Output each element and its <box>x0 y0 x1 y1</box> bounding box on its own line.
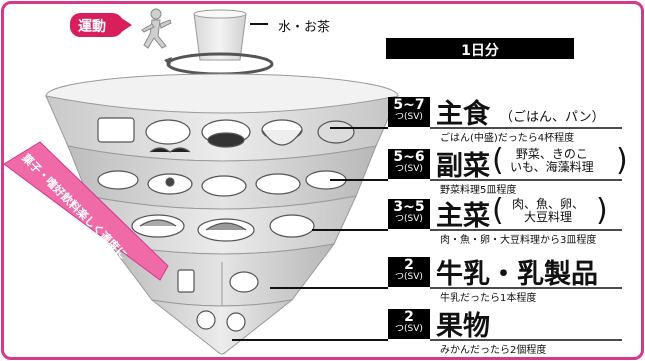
water-cup-icon <box>193 9 247 61</box>
tier-4-name: 牛乳・乳製品 <box>436 259 598 290</box>
tier-2-close-paren: ) <box>616 143 628 178</box>
tier-2-detail: 野菜、きのこ いも、海藻料理 <box>510 148 594 174</box>
tier-2-detail-line2: いも、海藻料理 <box>510 160 594 174</box>
tier-1-name: 主食 <box>436 99 490 130</box>
tier-2-open-paren: ( <box>492 143 504 178</box>
water-label: 水・お茶 <box>278 20 331 35</box>
tier-5-shape <box>151 299 293 355</box>
tier-3-servings-box: 3~5 つ(SV) <box>388 199 430 229</box>
tier-3-open-paren: ( <box>492 193 504 228</box>
tier-1-unit: つ(SV) <box>395 112 423 122</box>
tier-2-detail-line1: 野菜、きのこ <box>515 147 588 161</box>
tier-5-name: 果物 <box>436 311 490 342</box>
tier-5-servings-box: 2 つ(SV) <box>388 309 430 339</box>
tier-underlines <box>430 127 622 341</box>
dairy-icons <box>177 269 259 293</box>
tier-3-note: 肉・魚・卵・大豆料理から3皿程度 <box>440 235 597 246</box>
tier-leader-lines <box>232 127 388 341</box>
tier-4-unit: つ(SV) <box>395 272 423 282</box>
tier-1-servings-box: 5~7 つ(SV) <box>388 97 430 127</box>
tier-3-detail-line1: 肉、魚、卵、 <box>512 197 585 211</box>
tier-4-note: 牛乳だったら1本程度 <box>440 293 537 304</box>
tier-3-name: 主菜 <box>436 201 490 232</box>
runner-icon <box>141 8 172 49</box>
tier-2-name: 副菜 <box>436 151 490 182</box>
tier-1-note: ごはん(中盛)だったら4杯程度 <box>440 133 575 144</box>
tier-2-note: 野菜料理5皿程度 <box>440 185 517 196</box>
main-dish-icons <box>131 214 315 242</box>
tier-3-servings: 3~5 <box>393 199 425 215</box>
tier-1-shape <box>45 73 399 162</box>
staple-food-icons <box>97 117 355 153</box>
tier-4-servings: 2 <box>404 257 414 273</box>
tier-1-detail: （ごはん、パン） <box>500 110 605 125</box>
tier-1-servings: 5~7 <box>393 97 425 113</box>
tier-3-close-paren: ) <box>596 193 608 228</box>
exercise-label: 運動 <box>78 19 106 35</box>
side-dish-icons <box>97 170 347 197</box>
daily-portion-label: 1日分 <box>461 43 499 59</box>
tier-5-unit: つ(SV) <box>395 324 423 334</box>
tier-3-detail-line2: 大豆料理 <box>524 210 573 224</box>
daily-portion-header <box>386 38 574 59</box>
tier-5-servings: 2 <box>404 309 414 325</box>
tier-4-servings-box: 2 つ(SV) <box>388 257 430 287</box>
exercise-badge <box>70 13 124 37</box>
fruit-icons <box>196 310 246 332</box>
tier-5-note: みかんだったら2個程度 <box>440 345 547 356</box>
snack-banner <box>3 141 169 281</box>
tier-3-unit: つ(SV) <box>395 214 423 224</box>
exercise-badge-arrow <box>120 17 132 33</box>
tier-2-servings: 5~6 <box>393 149 425 165</box>
tier-2-servings-box: 5~6 つ(SV) <box>388 149 430 179</box>
tier-2-unit: つ(SV) <box>395 164 423 174</box>
tier-3-detail: 肉、魚、卵、 大豆料理 <box>512 198 584 224</box>
